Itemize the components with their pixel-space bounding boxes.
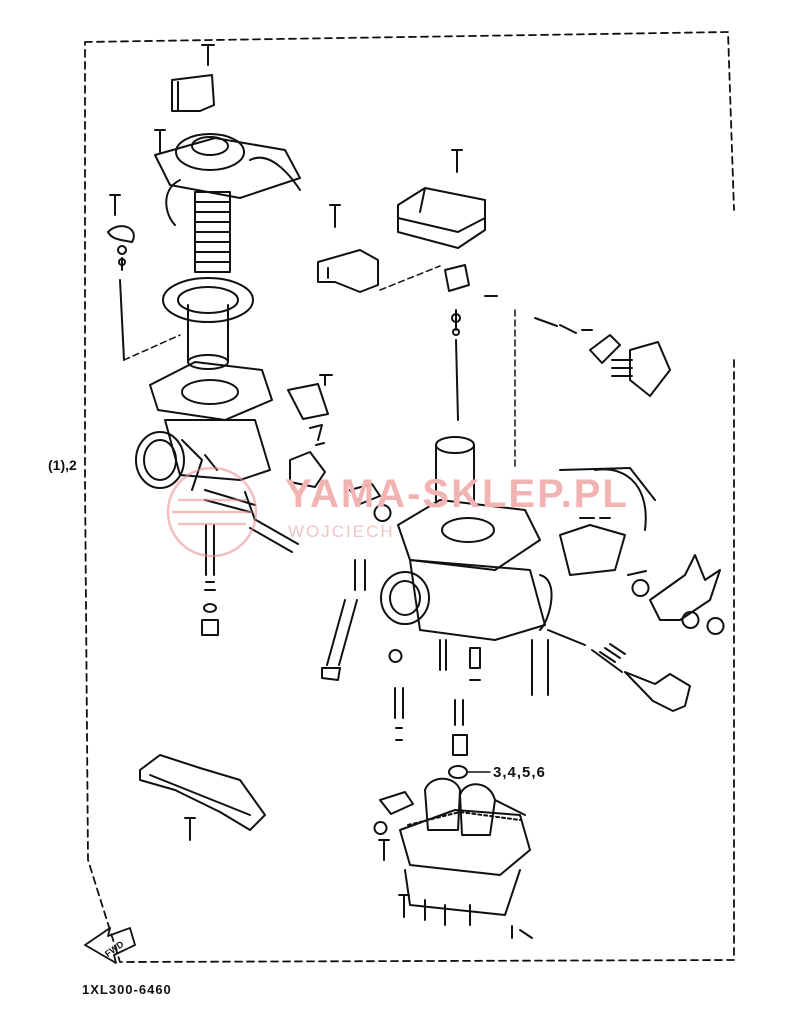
- link-arm: [559, 524, 626, 576]
- jet-holder: [469, 647, 481, 681]
- pilot-screw: [326, 559, 366, 666]
- needle-jet: [394, 687, 404, 741]
- cable-end: [624, 671, 691, 712]
- throttle-shaft: [249, 519, 299, 553]
- choke-spring: [611, 359, 633, 377]
- part-code: 1XL300-6460: [82, 982, 172, 997]
- float-pin: [494, 799, 526, 816]
- body-flange: [149, 361, 273, 421]
- top-center-parts: [317, 149, 671, 471]
- float-right: [459, 783, 496, 836]
- idle-screw: [547, 629, 623, 673]
- left-body: [164, 419, 271, 481]
- jet-needle: [119, 257, 125, 361]
- diaphragm: [162, 277, 254, 323]
- mount-bracket: [317, 249, 379, 293]
- right-intake-bore: [380, 571, 430, 625]
- right-slide: [435, 444, 475, 506]
- choke-plate: [589, 334, 621, 364]
- float-bowl-assembly: [373, 777, 533, 939]
- watermark-emblem: [166, 466, 258, 558]
- float-bowl: [399, 809, 531, 916]
- overflow-hose: [531, 574, 553, 696]
- ref-label-3-4-5-6: 3,4,5,6: [493, 764, 546, 781]
- throttle-lever: [649, 554, 721, 621]
- vent-hose: [165, 156, 301, 226]
- throttle-slide: [187, 304, 229, 361]
- left-carburetor: [107, 44, 333, 636]
- center-needle: [455, 309, 459, 421]
- watermark-text: YAMA-SKLEP.PL: [285, 472, 629, 516]
- cover-bracket: [171, 74, 215, 112]
- drain-tube: [205, 524, 215, 576]
- needle-clip: [107, 225, 135, 243]
- watermark-subtext: WOJCIECH: [288, 522, 395, 541]
- choke-housing: [629, 341, 671, 397]
- ref-label-1-2: (1),2: [48, 457, 77, 473]
- assembly-boundary: [84, 31, 735, 963]
- mounting-plate: [139, 754, 266, 841]
- main-jet: [439, 639, 447, 671]
- float-left: [424, 777, 461, 831]
- right-body: [409, 559, 546, 641]
- emulsion-tube: [452, 699, 468, 756]
- gasket: [407, 811, 521, 826]
- carb-cap: [397, 187, 486, 249]
- return-spring: [194, 191, 231, 273]
- intake-bore: [135, 431, 185, 489]
- right-carburetor: [289, 436, 725, 779]
- fwd-arrow: [84, 927, 136, 964]
